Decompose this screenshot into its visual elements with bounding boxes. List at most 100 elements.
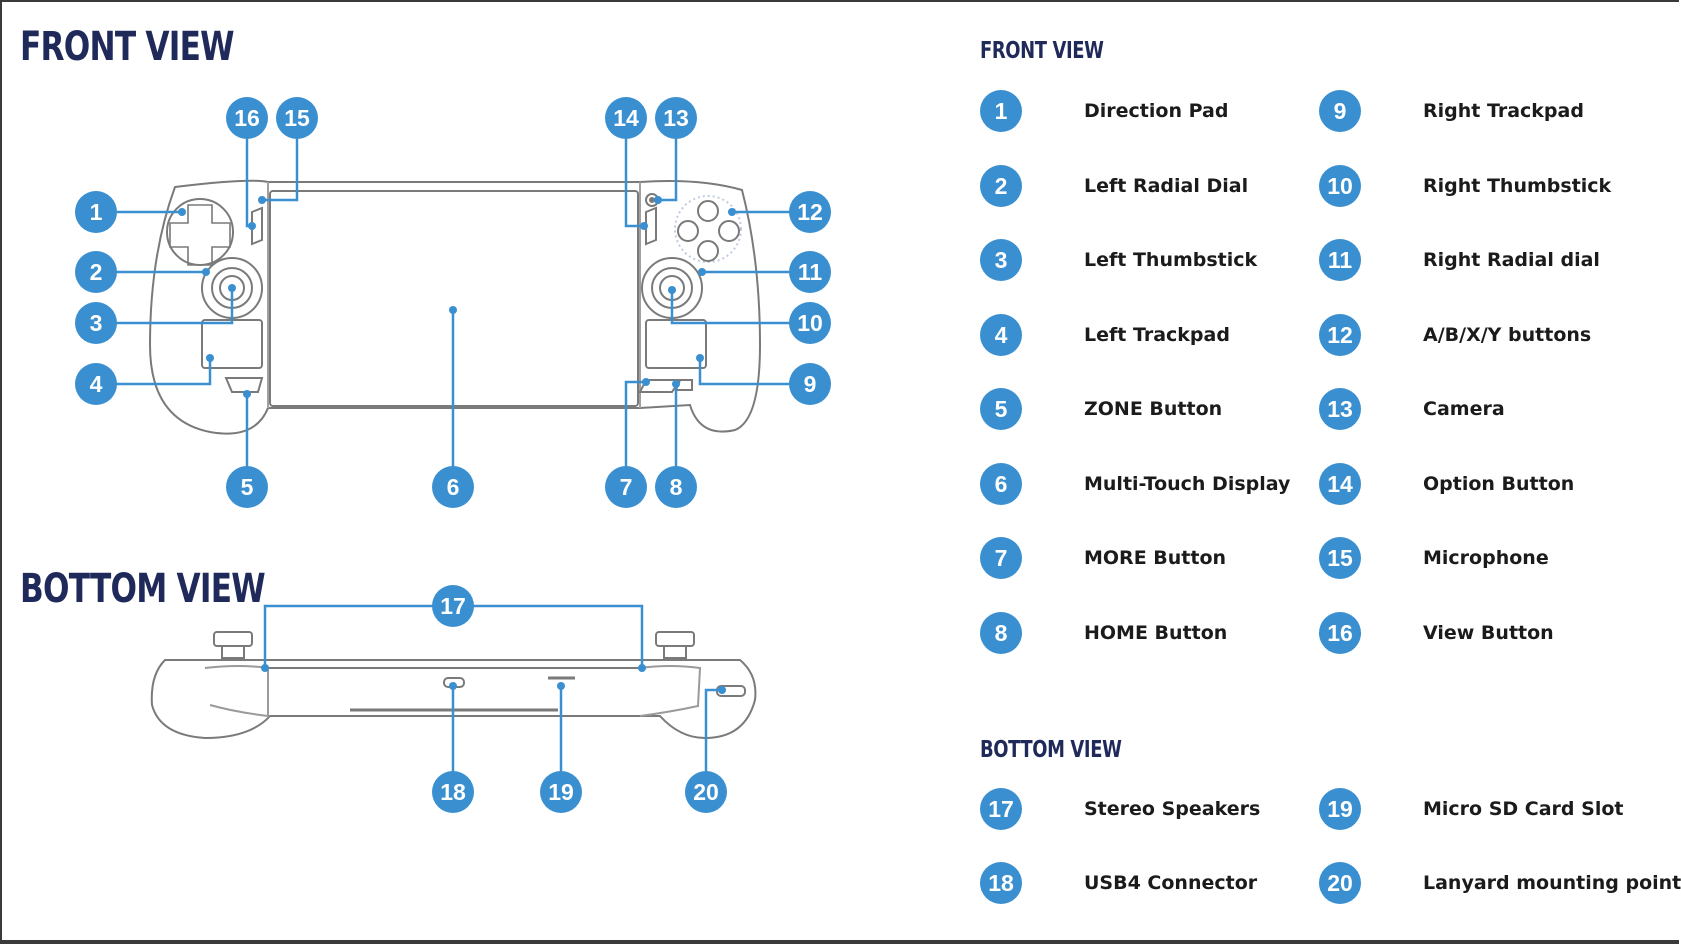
legend-label: Lanyard mounting point (1423, 872, 1681, 894)
legend-number-badge: 11 (1319, 239, 1361, 281)
legend-number-badge: 20 (1319, 862, 1361, 904)
callout-1: 1 (75, 191, 117, 233)
callout-4: 4 (75, 363, 117, 405)
callout-2: 2 (75, 251, 117, 293)
legend-number-badge: 8 (980, 611, 1022, 654)
legend-number-badge: 6 (980, 462, 1022, 505)
dpad-outline (166, 198, 234, 266)
legend-number-badge: 9 (1319, 90, 1361, 132)
svg-text:10: 10 (797, 310, 823, 336)
callout-7: 7 (605, 466, 647, 508)
bottom-view-title: BOTTOM VIEW (20, 566, 266, 612)
callout-10: 10 (789, 302, 831, 344)
button-left (677, 220, 699, 242)
bottom-device-body (150, 659, 757, 740)
legend-label: Left Trackpad (1084, 323, 1230, 346)
callout-17: 17 (432, 585, 474, 627)
legend-number-badge: 15 (1319, 537, 1361, 579)
svg-text:4: 4 (90, 371, 103, 397)
legend-label: Camera (1423, 398, 1505, 420)
svg-text:7: 7 (620, 474, 633, 500)
callout-11: 11 (789, 251, 831, 293)
legend-bottom-title: BOTTOM VIEW (980, 737, 1122, 763)
front-leader-dots (178, 196, 736, 398)
callout-13: 13 (655, 97, 697, 139)
callout-9: 9 (789, 363, 831, 405)
legend-label: Direction Pad (1084, 100, 1229, 122)
callout-19: 19 (540, 771, 582, 813)
legend-number-badge: 12 (1319, 313, 1361, 356)
legend-number-badge: 17 (980, 788, 1022, 830)
zone-button-shape (224, 377, 264, 393)
front-view-title: FRONT VIEW (20, 24, 235, 70)
device-diagram: 1 2 3 4 5 6 7 8 9 10 11 12 13 14 15 16 1… (75, 97, 831, 813)
legend-number-badge: 3 (980, 239, 1022, 281)
legend-label: Left Radial Dial (1084, 174, 1249, 197)
legend-number-badge: 13 (1319, 388, 1361, 430)
more-button-shape (638, 379, 682, 393)
legend-label: Right Radial dial (1423, 249, 1600, 271)
legend-number-badge: 1 (980, 90, 1022, 132)
legend-number-badge: 19 (1319, 788, 1361, 830)
svg-text:8: 8 (670, 474, 683, 500)
button-bottom (697, 240, 719, 262)
svg-text:16: 16 (234, 105, 260, 131)
legend-label: MORE Button (1084, 547, 1227, 569)
legend-label: Multi-Touch Display (1084, 472, 1291, 495)
callout-16: 16 (226, 97, 268, 139)
legend-label: A/B/X/Y buttons (1423, 323, 1592, 346)
svg-text:20: 20 (693, 779, 719, 805)
svg-text:2: 2 (90, 259, 103, 285)
legend-label: Stereo Speakers (1084, 798, 1261, 820)
svg-text:6: 6 (447, 474, 460, 500)
svg-text:14: 14 (613, 105, 639, 131)
legend-label: ZONE Button (1084, 398, 1223, 420)
callout-15: 15 (276, 97, 318, 139)
callout-8: 8 (655, 466, 697, 508)
legend-number-badge: 16 (1319, 611, 1361, 654)
svg-text:17: 17 (440, 593, 466, 619)
svg-text:13: 13 (663, 105, 689, 131)
svg-text:12: 12 (797, 199, 823, 225)
legend-number-badge: 7 (980, 537, 1022, 579)
svg-text:3: 3 (90, 310, 103, 336)
callout-3: 3 (75, 302, 117, 344)
svg-text:15: 15 (284, 105, 310, 131)
callout-18: 18 (432, 771, 474, 813)
legend-label: Right Thumbstick (1423, 174, 1612, 197)
callout-badges: 1 2 3 4 5 6 7 8 9 10 11 12 13 14 15 16 1… (75, 97, 831, 813)
option-button-shape (645, 206, 657, 246)
svg-text:19: 19 (548, 779, 574, 805)
callout-6: 6 (432, 466, 474, 508)
front-leader-lines (96, 118, 810, 487)
svg-text:5: 5 (241, 474, 254, 500)
legend-number-badge: 14 (1319, 462, 1361, 505)
legend-number-badge: 10 (1319, 164, 1361, 207)
legend-label: Micro SD Card Slot (1423, 798, 1624, 820)
button-top (697, 200, 719, 222)
view-button-shape (251, 206, 263, 246)
legend-label: Left Thumbstick (1084, 249, 1258, 271)
button-right (718, 220, 740, 242)
right-trackpad-shape (645, 319, 707, 369)
legend-label: Option Button (1423, 472, 1575, 495)
svg-text:11: 11 (798, 259, 823, 285)
callout-12: 12 (789, 191, 831, 233)
svg-text:1: 1 (90, 199, 103, 225)
legend-number-badge: 2 (980, 164, 1022, 207)
svg-text:9: 9 (804, 371, 817, 397)
legend-label: Right Trackpad (1423, 100, 1584, 122)
bottom-leader-dots (261, 664, 726, 694)
bottom-leader-lines (263, 604, 722, 792)
legend-number-badge: 18 (980, 862, 1022, 904)
callout-20: 20 (685, 771, 727, 813)
front-device-body (148, 179, 762, 435)
svg-text:18: 18 (440, 779, 466, 805)
legend-label: HOME Button (1084, 621, 1228, 644)
legend-number-badge: 5 (980, 388, 1022, 430)
legend-label: USB4 Connector (1084, 872, 1258, 894)
legend-number-badge: 4 (980, 313, 1022, 356)
callout-14: 14 (605, 97, 647, 139)
legend-label: View Button (1423, 621, 1554, 644)
